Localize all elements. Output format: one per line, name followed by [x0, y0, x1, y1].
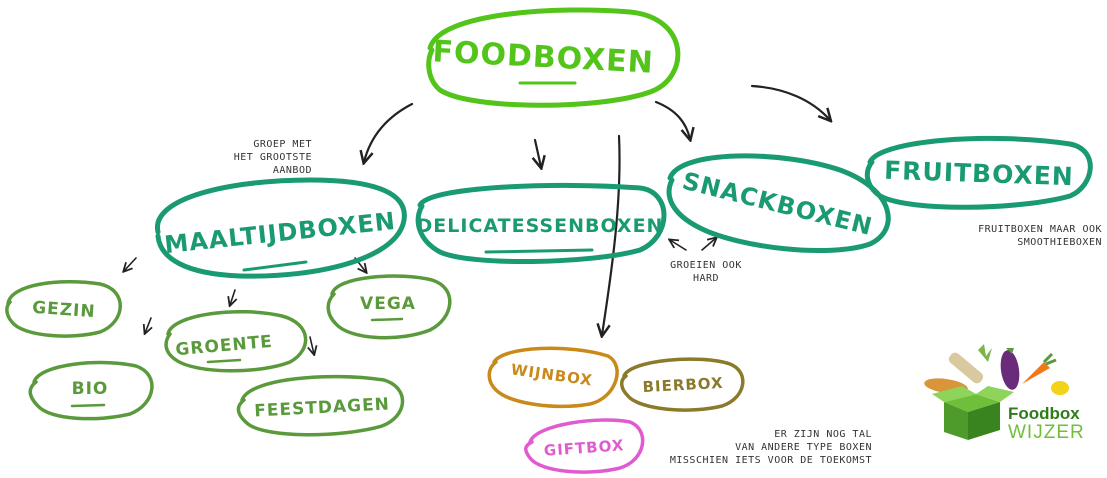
logo-word-foodbox: Foodbox: [1008, 404, 1080, 423]
lemon-icon: [1051, 381, 1069, 395]
node-feestdagen-label: FEESTDAGEN: [254, 394, 391, 421]
node-wijnbox: WIJNBOX: [487, 346, 619, 409]
node-gezin: GEZIN: [5, 280, 122, 338]
arrow-gezin-to-bio: [145, 317, 151, 333]
node-bierbox-label: BIERBOX: [642, 374, 724, 396]
note-future: ER ZIJN NOG TAL VAN ANDERE TYPE BOXEN MI…: [669, 429, 872, 466]
node-gezin-label: GEZIN: [32, 298, 97, 322]
arrow-foodboxen-to-delicatessen: [535, 138, 541, 167]
leek-icon: [948, 352, 984, 384]
node-vega: VEGA: [326, 274, 452, 340]
foodbox-wijzer-logo-graphic: [924, 344, 1069, 440]
carrot-icon: [1022, 362, 1050, 384]
node-giftbox: GIFTBOX: [524, 418, 645, 474]
node-wijnbox-label: WIJNBOX: [510, 360, 594, 389]
node-feestdagen: FEESTDAGEN: [236, 374, 405, 437]
node-vega-label: VEGA: [360, 294, 416, 314]
arrow-groente-to-feestdagen: [310, 336, 314, 354]
node-bierbox: BIERBOX: [620, 357, 745, 412]
node-maaltijdboxen: MAALTIJDBOXEN: [155, 177, 407, 279]
note-largest-group: GROEP MET HET GROOTSTE AANBOD: [233, 139, 312, 176]
arrow-maaltijd-to-groente: [230, 289, 235, 305]
node-fruitboxen: FRUITBOXEN: [864, 135, 1093, 210]
note-growing: GROEIEN OOK HARD: [670, 260, 742, 284]
node-fruitboxen-label: FRUITBOXEN: [884, 156, 1075, 192]
node-giftbox-label: GIFTBOX: [543, 436, 625, 460]
logo-word-wijzer: WIJZER: [1008, 422, 1085, 443]
eggplant-icon: [1000, 350, 1020, 390]
note-fruit: FRUITBOXEN MAAR OOK SMOOTHIEBOXEN: [978, 224, 1102, 248]
node-maaltijdboxen-label: MAALTIJDBOXEN: [163, 207, 397, 259]
arrow-growing-to-snackboxen: [701, 238, 716, 251]
arrow-foodboxen-to-maaltijdboxen: [364, 102, 414, 162]
arrow-foodboxen-to-snackboxen: [654, 100, 690, 139]
connector-arrows: [124, 84, 830, 354]
node-groente-label: GROENTE: [175, 332, 274, 360]
arrow-foodboxen-to-wijnbox: [602, 134, 621, 335]
node-foodboxen: FOODBOXEN: [426, 7, 681, 108]
node-bio-label: BIO: [72, 379, 109, 399]
node-delicatessenboxen: DELICATESSENBOXEN: [415, 182, 667, 265]
node-delicatessenboxen-label: DELICATESSENBOXEN: [417, 215, 664, 237]
node-bio: BIO: [28, 360, 154, 421]
arrow-maaltijd-to-gezin: [124, 257, 137, 271]
foodbox-wijzer-logo: Foodbox WIJZER: [922, 340, 1092, 450]
arrow-growing-to-delicatessen: [670, 240, 687, 251]
node-snackboxen: SNACKBOXEN: [666, 153, 891, 253]
node-groente: GROENTE: [164, 310, 308, 373]
arrow-foodboxen-to-fruitboxen: [750, 84, 830, 120]
node-foodboxen-label: FOODBOXEN: [432, 34, 655, 81]
